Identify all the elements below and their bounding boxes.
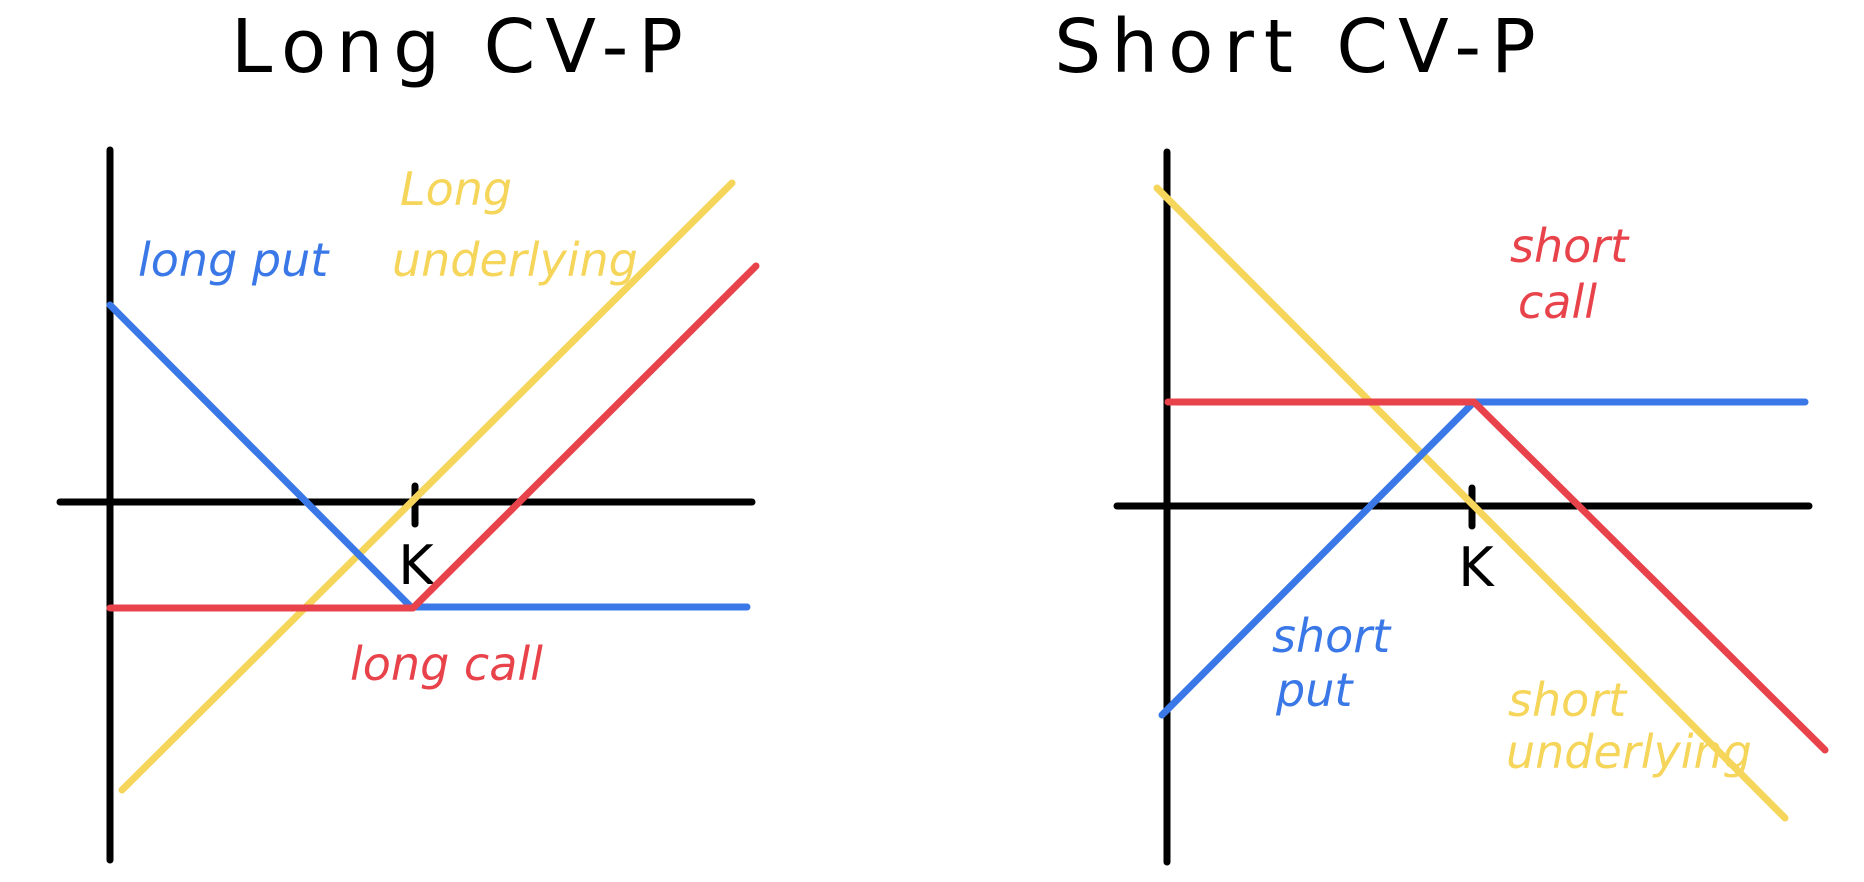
strike-label: K [1458, 536, 1495, 599]
short-call-line [1164, 398, 1829, 754]
short-underlying-label-2: underlying [1506, 725, 1752, 779]
short-call-label-2: call [1518, 275, 1597, 329]
long-cvp-title: Long CV-P [231, 4, 693, 90]
short-cvp-title: Short CV-P [1054, 4, 1545, 90]
long-underlying-label-2: underlying [392, 233, 638, 287]
short-cvp-panel: Short CV-P K short call short put short … [932, 0, 1864, 882]
strike-label: K [398, 534, 435, 597]
long-cvp-diagram: Long CV-P K long put Long underlying lon… [56, 4, 760, 864]
long-call-line [106, 262, 760, 612]
short-put-label-1: short [1272, 609, 1392, 663]
short-underlying-label-1: short [1508, 673, 1628, 727]
long-underlying-label-1: Long [400, 162, 512, 216]
long-cvp-panel: Long CV-P K long put Long underlying lon… [56, 4, 760, 864]
long-underlying-line [118, 179, 736, 794]
short-put-label-2: put [1275, 663, 1354, 717]
short-cvp-diagram: Short CV-P K short call short put short … [1054, 4, 1829, 866]
short-call-label-1: short [1510, 219, 1630, 273]
long-call-label: long call [350, 637, 543, 691]
short-underlying-line [1153, 184, 1789, 822]
long-put-label: long put [138, 233, 330, 287]
